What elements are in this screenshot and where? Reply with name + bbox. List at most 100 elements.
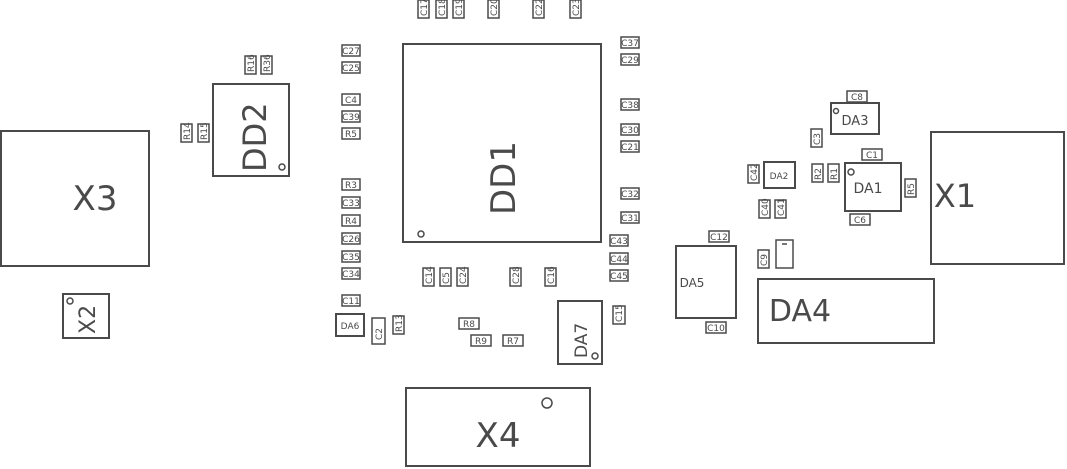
c12-pad[interactable]: C12 [708, 230, 730, 243]
c22-pad[interactable]: C22 [532, 0, 545, 19]
c20-pad[interactable]: C20 [487, 0, 500, 19]
x2-label: X2 [76, 305, 101, 334]
r13-label: R13 [395, 314, 405, 332]
c1-label: C1 [866, 151, 878, 161]
x3-connector[interactable]: X3 [0, 130, 150, 267]
c9-label: C9 [760, 254, 770, 266]
r16-pad[interactable]: R16 [244, 54, 257, 75]
r2-pad[interactable]: R2 [811, 163, 824, 183]
r7-label: R7 [507, 337, 519, 347]
r5b-label: R5 [907, 183, 917, 195]
c38-label: C38 [621, 101, 639, 111]
x1-connector[interactable]: X1 [930, 131, 1065, 265]
c27-pad[interactable]: C27 [341, 44, 361, 57]
c2-pad[interactable]: C2 [371, 317, 386, 345]
dd1-label: DD1 [484, 141, 524, 215]
r7-pad[interactable]: R7 [502, 334, 524, 347]
c4-pad[interactable]: C4 [341, 93, 361, 106]
r36-label: R36 [263, 54, 273, 72]
c27-label: C27 [342, 47, 360, 57]
dd2-chip[interactable]: DD2 [212, 83, 290, 177]
c6-pad[interactable]: C6 [849, 213, 871, 226]
da6-label: DA6 [341, 322, 360, 332]
c29-pad[interactable]: C29 [620, 53, 640, 66]
c11-pad[interactable]: C11 [341, 294, 361, 307]
c2-label: C2 [375, 328, 385, 340]
dd2-label: DD2 [236, 102, 274, 172]
x2-component[interactable]: X2 [62, 293, 110, 339]
da7-chip[interactable]: DA7 [557, 300, 603, 365]
c16-pad[interactable]: C16 [544, 266, 557, 287]
c35-pad[interactable]: C35 [341, 250, 361, 263]
c33-pad[interactable]: C33 [341, 196, 361, 209]
c24-pad[interactable]: C24 [456, 266, 469, 287]
c9-pad[interactable]: C9 [757, 249, 770, 269]
c1-pad[interactable]: C1 [861, 148, 883, 161]
c15-pad[interactable]: C15 [612, 304, 626, 325]
c43-pad[interactable]: C43 [609, 234, 629, 247]
c18-pad[interactable]: C18 [435, 0, 448, 19]
da1-chip[interactable]: DA1 [844, 162, 902, 212]
c17-pad[interactable]: C17 [417, 0, 430, 19]
c21-pad[interactable]: C21 [620, 140, 640, 153]
c28-label: C28 [512, 266, 522, 284]
c43-label: C43 [610, 237, 628, 247]
c3-pad[interactable]: C3 [810, 128, 823, 148]
c40-pad[interactable]: C40 [758, 198, 771, 219]
da2-label: DA2 [770, 172, 789, 182]
passives-misc-horizontal: R8 R9 R7 C12 C10 C8 C1 C6 [458, 90, 883, 347]
c44-label: C44 [610, 255, 628, 265]
c31-pad[interactable]: C31 [620, 211, 640, 224]
c26-pad[interactable]: C26 [341, 232, 361, 245]
c15-label: C15 [615, 304, 625, 322]
r8-pad[interactable]: R8 [458, 317, 480, 330]
c32-pad[interactable]: C32 [620, 187, 640, 200]
c8-pad[interactable]: C8 [846, 90, 868, 103]
c34-pad[interactable]: C34 [341, 267, 361, 280]
c37-pad[interactable]: C37 [620, 36, 640, 49]
c28-pad[interactable]: C28 [509, 266, 522, 287]
da2-chip[interactable]: DA2 [763, 161, 796, 189]
r13-pad[interactable]: R13 [392, 314, 405, 335]
r4-pad[interactable]: R4 [341, 214, 361, 227]
c39-label: C39 [342, 113, 360, 123]
r14-label: R14 [183, 122, 193, 140]
da5-chip[interactable]: DA5 [675, 245, 737, 319]
c26-label: C26 [342, 235, 360, 245]
c39-pad[interactable]: C39 [341, 110, 361, 123]
r15-pad[interactable]: R15 [197, 122, 210, 143]
x1-label: X1 [934, 177, 976, 215]
c45-pad[interactable]: C45 [609, 269, 629, 282]
r5-pad[interactable]: R5 [341, 127, 361, 140]
r9-pad[interactable]: R9 [470, 334, 492, 347]
passives-top-row: C17 C18 C19 C20 C22 C23 [417, 0, 582, 19]
c14-pad[interactable]: C14 [422, 266, 435, 287]
c38-pad[interactable]: C38 [620, 98, 640, 111]
x4-connector[interactable]: X4 [405, 387, 591, 467]
r1-pad[interactable]: R1 [827, 163, 840, 183]
c5-pad[interactable]: C5 [439, 267, 452, 287]
c23-pad[interactable]: C23 [569, 0, 582, 19]
c44-pad[interactable]: C44 [609, 252, 629, 265]
c30-label: C30 [621, 126, 639, 136]
da6-chip[interactable]: DA6 [335, 313, 365, 337]
x3-label: X3 [73, 179, 118, 219]
c42-label: C42 [750, 163, 760, 181]
c25-pad[interactable]: C25 [341, 61, 361, 74]
c8-label: C8 [851, 93, 863, 103]
c30-pad[interactable]: C30 [620, 123, 640, 136]
r3-pad[interactable]: R3 [341, 178, 361, 191]
c35-label: C35 [342, 253, 360, 263]
r5b-pad[interactable]: R5 [904, 178, 917, 198]
r14-pad[interactable]: R14 [180, 122, 193, 143]
c41-pad[interactable]: C41 [774, 198, 787, 219]
c32-label: C32 [621, 190, 639, 200]
c42-pad[interactable]: C42 [747, 163, 760, 184]
da3-chip[interactable]: DA3 [830, 102, 880, 135]
da4-chip[interactable]: DA4 [757, 278, 935, 344]
c10-pad[interactable]: C10 [705, 321, 727, 334]
c19-pad[interactable]: C19 [452, 0, 465, 19]
r36-pad[interactable]: R36 [260, 54, 273, 75]
dd1-chip[interactable]: DD1 [402, 43, 602, 243]
